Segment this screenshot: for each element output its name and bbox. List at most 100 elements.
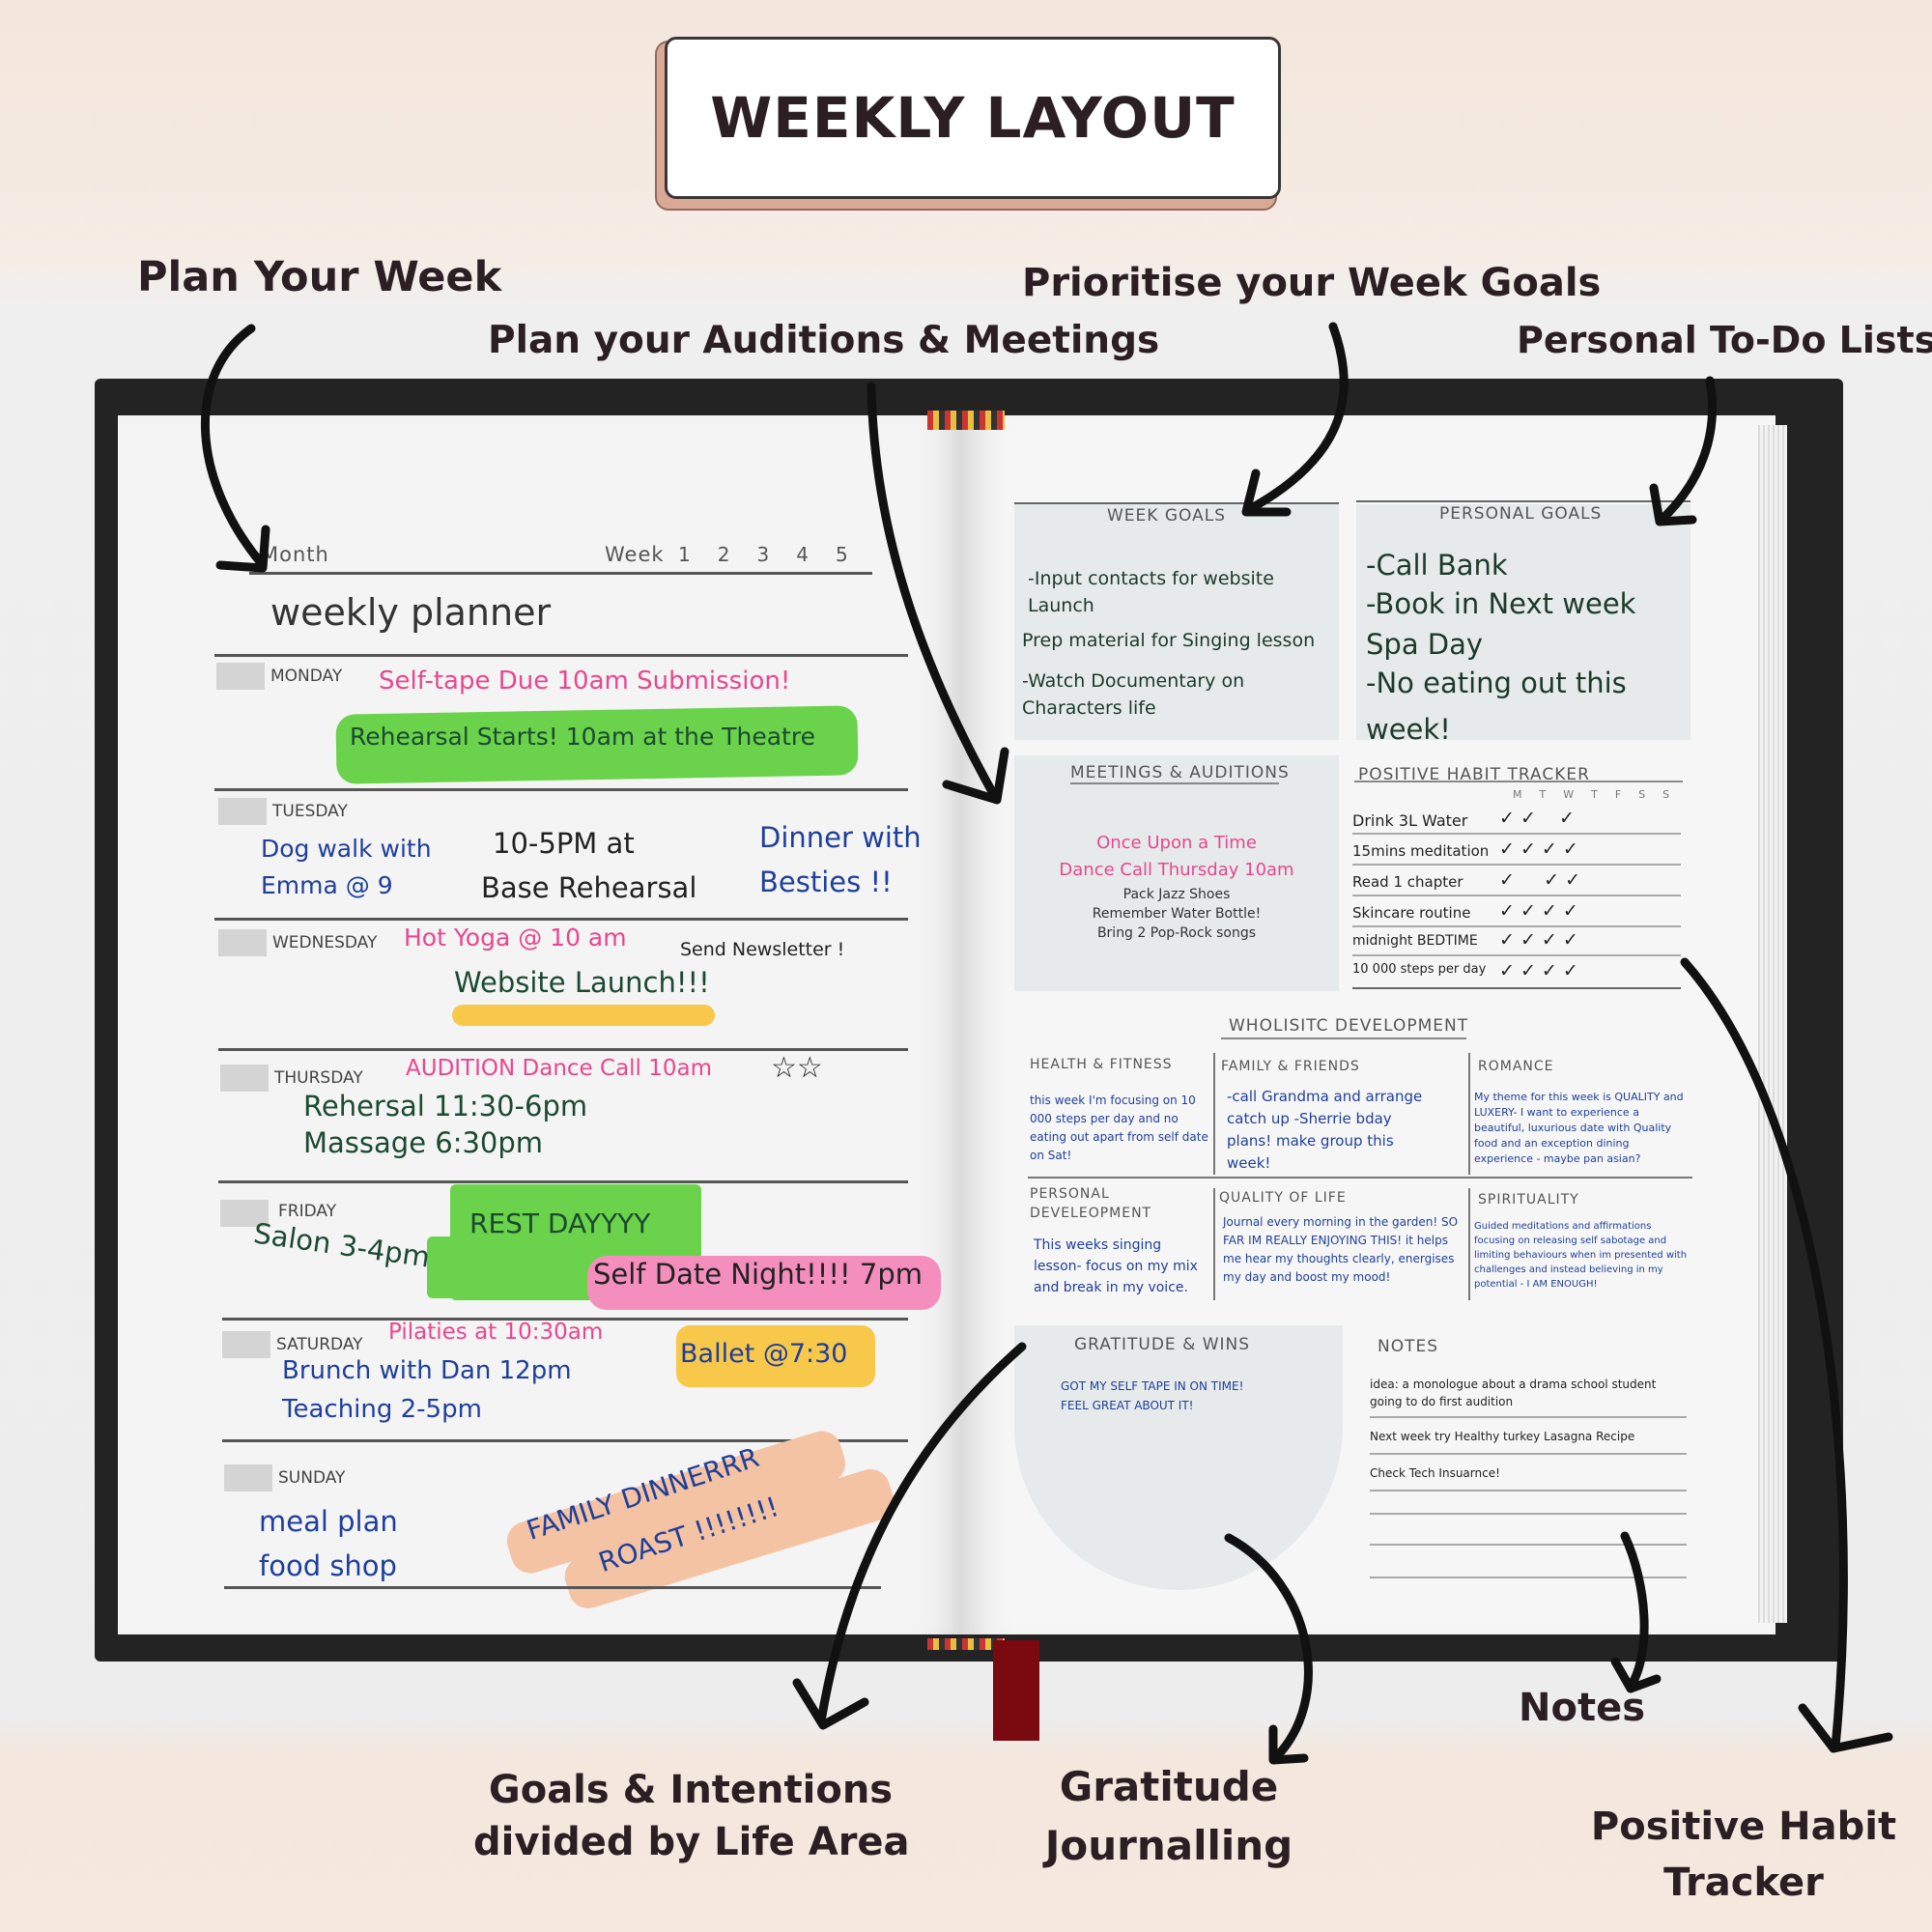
callout-goals-line1: Goals & Intentions — [488, 1768, 894, 1812]
tuesday-entry: Dinner with — [759, 821, 922, 854]
habit-day: T — [1591, 788, 1598, 801]
habit-day: T — [1539, 788, 1547, 801]
personal-goal-item: -Call Bank — [1366, 549, 1508, 582]
arrow-gratitude-head — [1268, 1724, 1309, 1765]
habit-name: midnight BEDTIME — [1352, 933, 1478, 949]
callout-gratitude: Gratitude Journalling — [1024, 1763, 1314, 1869]
panel-top-line — [1014, 502, 1339, 504]
spirituality-title: SPIRITUALITY — [1478, 1192, 1579, 1208]
family-text: -call Grandma and arrange catch up -Sher… — [1227, 1088, 1423, 1172]
week-number: 3 — [756, 543, 771, 566]
tuesday-entry: 10-5PM at — [493, 827, 635, 860]
saturday-entry: Brunch with Dan 12pm — [282, 1356, 572, 1385]
wholistic-title: WHOLISITC DEVELOPMENT — [1229, 1016, 1469, 1036]
personal-goal-item: -Book in Next week — [1366, 587, 1636, 620]
arrow-auditions-head — [942, 747, 1009, 805]
divider — [214, 654, 908, 657]
quality-text: Journal every morning in the garden! SO … — [1223, 1215, 1459, 1284]
friday-entry: Self Date Night!!!! 7pm — [593, 1258, 923, 1291]
arrow-todo-head — [1649, 483, 1697, 526]
title-underline — [1070, 782, 1279, 784]
day-checkbox — [218, 798, 267, 825]
note-line — [1370, 1577, 1687, 1578]
monday-entry: Rehearsal Starts! 10am at the Theatre — [350, 723, 815, 751]
grid-divider — [1468, 1188, 1470, 1300]
month-label: Month — [261, 543, 329, 566]
arrow-notes-head — [1610, 1657, 1662, 1693]
wednesday-entry: Website Launch!!! — [454, 966, 710, 999]
habit-checks: ✓ ✓ ✓ — [1499, 869, 1580, 891]
habit-checks: ✓ ✓ ✓ ✓ — [1499, 960, 1578, 981]
week-numbers: 1 2 3 4 5 — [678, 543, 849, 566]
spirituality-text: Guided meditations and affirmations focu… — [1474, 1221, 1688, 1290]
gratitude-title: GRATITUDE & WINS — [1074, 1335, 1251, 1354]
title-box: WEEKLY LAYOUT — [665, 37, 1281, 199]
thursday-entry: AUDITION Dance Call 10am — [406, 1056, 713, 1081]
arrow-habit — [1680, 957, 1848, 1751]
arrow-auditions — [867, 382, 1000, 802]
grid-divider — [1213, 1053, 1215, 1175]
tuesday-entry: Besties !! — [759, 866, 893, 898]
habit-checks: ✓ ✓ ✓ ✓ — [1499, 838, 1578, 860]
wednesday-entry: Hot Yoga @ 10 am — [404, 923, 627, 952]
day-checkbox — [216, 663, 265, 690]
day-label-saturday: SATURDAY — [276, 1335, 363, 1354]
meeting-item: Once Upon a Time — [1096, 833, 1257, 853]
meeting-item: Bring 2 Pop-Rock songs — [1096, 925, 1257, 941]
arrow-plan-week — [200, 324, 268, 570]
grid-divider — [1468, 1053, 1470, 1175]
week-goals-panel — [1014, 504, 1339, 740]
habit-day: W — [1563, 788, 1575, 801]
romance-title: ROMANCE — [1478, 1059, 1554, 1074]
habit-day: M — [1513, 788, 1522, 801]
callout-gratitude-line1: Gratitude — [1059, 1763, 1279, 1810]
planner-heading: weekly planner — [270, 591, 552, 634]
note-item: Check Tech Insuarnce! — [1370, 1466, 1500, 1480]
bookmark-ribbon — [993, 1640, 1039, 1741]
arrow-gratitude — [1224, 1533, 1313, 1763]
day-checkbox — [220, 1065, 269, 1092]
callout-plan-week: Plan Your Week — [137, 253, 502, 301]
callout-auditions: Plan your Auditions & Meetings — [488, 319, 1160, 362]
tuesday-entry: Dog walk with — [261, 835, 432, 863]
week-label: Week — [605, 543, 665, 566]
week-number: 1 — [678, 543, 692, 566]
saturday-entry: Teaching 2-5pm — [282, 1395, 482, 1424]
friday-entry: REST DAYYYY — [469, 1208, 651, 1239]
day-label-friday: FRIDAY — [278, 1202, 337, 1221]
arrow-goals-intentions-head — [792, 1678, 869, 1730]
habit-row-line — [1352, 864, 1681, 866]
personal-dev-title1: PERSONAL — [1030, 1186, 1110, 1202]
divider — [218, 1180, 908, 1183]
callout-todo: Personal To-Do Lists — [1517, 319, 1932, 361]
sunday-entry: meal plan — [259, 1505, 398, 1538]
title-underline — [1354, 781, 1683, 782]
note-line — [1370, 1513, 1687, 1515]
arrow-week-goals-head — [1241, 469, 1292, 517]
arrow-week-goals — [1243, 322, 1349, 515]
grid-divider — [1028, 1177, 1692, 1179]
habit-checks: ✓ ✓ ✓ ✓ — [1499, 900, 1578, 922]
habit-name: 10 000 steps per day — [1352, 962, 1487, 977]
monday-entry: Self-tape Due 10am Submission! — [379, 667, 791, 696]
day-checkbox — [222, 1331, 270, 1358]
divider — [222, 1439, 908, 1442]
quality-title: QUALITY OF LIFE — [1219, 1190, 1347, 1206]
thursday-entry: Rehersal 11:30-6pm — [303, 1090, 588, 1122]
habit-checks: ✓ ✓ ✓ ✓ — [1499, 929, 1578, 951]
habit-days: M T W T F S S — [1513, 788, 1669, 801]
meetings-panel — [1014, 755, 1339, 991]
spine-headband-top — [927, 411, 1005, 430]
personal-dev-text: This weeks singing lesson- focus on my m… — [1034, 1237, 1198, 1295]
week-goal-item: -Watch Documentary on — [1022, 670, 1245, 692]
day-label-sunday: SUNDAY — [278, 1468, 346, 1488]
callout-habit-line1: Positive Habit — [1590, 1804, 1897, 1849]
callout-gratitude-line2: Journalling — [1044, 1822, 1293, 1869]
spine-headband-bottom — [927, 1638, 1005, 1650]
panel-top-line — [1356, 500, 1690, 502]
divider — [214, 788, 908, 791]
sunday-entry: food shop — [259, 1549, 397, 1582]
wednesday-entry: Send Newsletter ! — [680, 939, 845, 960]
week-goal-item: Characters life — [1022, 697, 1156, 719]
